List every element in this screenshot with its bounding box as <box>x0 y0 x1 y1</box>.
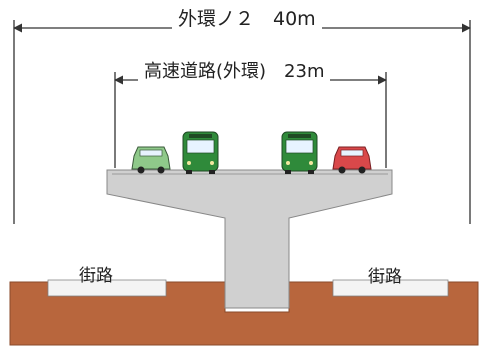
bus-icon <box>281 131 318 174</box>
car-icon <box>131 146 171 174</box>
street-label-left: 街路 <box>79 266 113 286</box>
street-label-right: 街路 <box>368 267 402 287</box>
bus-icon <box>182 131 219 174</box>
car-icon <box>332 146 372 174</box>
street-left-surface <box>47 279 167 297</box>
viaduct-deck <box>106 169 393 309</box>
expressway-dimension-label: 高速道路(外環) 23m <box>138 57 331 83</box>
outer-dimension-label: 外環ノ２ 40m <box>172 4 322 31</box>
street-right-surface <box>332 279 449 297</box>
